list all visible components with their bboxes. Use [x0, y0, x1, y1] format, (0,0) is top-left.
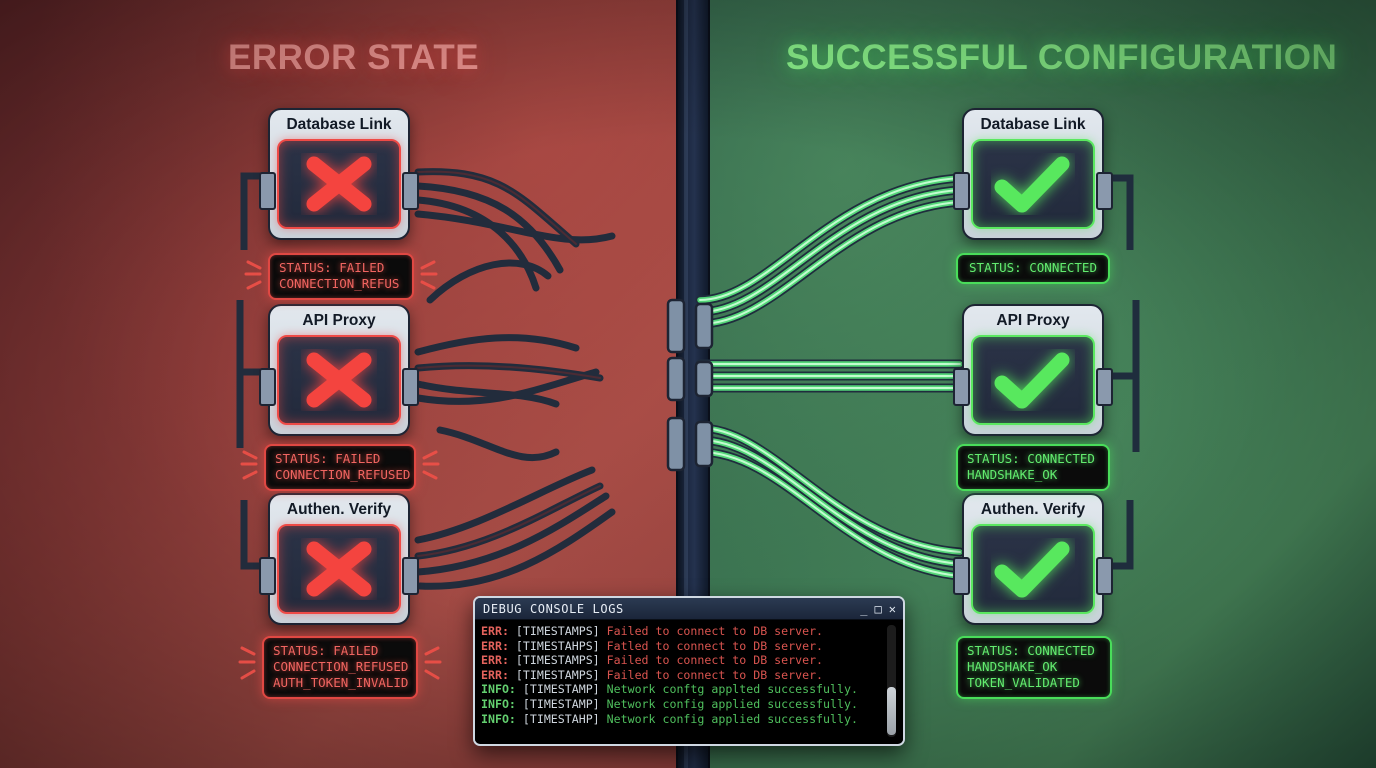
error-node-database-link[interactable]: Database Link: [259, 108, 419, 240]
console-log-line: INFO: [TIMESTAMP] Network conftg applted…: [481, 682, 858, 697]
success-bracket: [1106, 174, 1140, 570]
x-mark-icon: [301, 538, 377, 600]
connector-nub-left: [953, 172, 970, 210]
close-icon[interactable]: ✕: [888, 601, 896, 616]
error-panel-title: ERROR STATE: [228, 38, 480, 77]
console-title-text: DEBUG CONSOLE LOGS: [483, 601, 624, 616]
minimize-icon[interactable]: _: [860, 601, 868, 616]
connector-nub-left: [953, 557, 970, 595]
console-log-line: ERR: [TIMESTAMPS] Failed to connect to D…: [481, 667, 824, 682]
node-label: Authen. Verify: [980, 501, 1086, 518]
success-status-badge-database-link: STATUS: CONNECTED: [956, 253, 1110, 284]
success-status-badge-api-proxy: STATUS: CONNECTED HANDSHAKE_OK: [956, 444, 1110, 491]
console-log-line: ERR: [TIMESTAMPS] Failed to connect to D…: [481, 653, 824, 668]
node-status-screen: [277, 139, 401, 229]
error-cable-highlight: [417, 170, 601, 557]
check-mark-icon: [991, 349, 1075, 411]
connector-nub-left: [259, 557, 276, 595]
connector-nub-right: [402, 557, 419, 595]
console-title-bar[interactable]: DEBUG CONSOLE LOGS _ □ ✕: [475, 598, 903, 620]
connector-nub-right: [1096, 172, 1113, 210]
node-label: Authen. Verify: [286, 501, 392, 518]
node-status-screen: [277, 335, 401, 425]
maximize-icon[interactable]: □: [874, 601, 882, 616]
error-status-badge-authen-verify: STATUS: FAILED CONNECTION_REFUSED AUTH_T…: [262, 636, 418, 699]
console-log-line: INFO: [TIMESTAMP] Network config applied…: [481, 696, 858, 711]
node-label: API Proxy: [996, 312, 1070, 329]
console-log-area: ERR: [TIMESTAMPS] Failed to connect to D…: [475, 620, 903, 741]
console-log-line: INFO: [TIMESTAHP] Network config applied…: [481, 711, 858, 726]
connector-nub-right: [402, 172, 419, 210]
console-log-lines: ERR: [TIMESTAMPS] Failed to connect to D…: [481, 624, 903, 726]
x-mark-icon: [301, 153, 377, 215]
connector-nub-left: [953, 368, 970, 406]
console-log-line: ERR: [TIMESTAHPS] Fatled to connect to D…: [481, 638, 824, 653]
success-cables: [695, 173, 965, 581]
error-node-authen-verify[interactable]: Authen. Verify: [259, 493, 419, 625]
connector-nub-left: [259, 172, 276, 210]
console-log-line: ERR: [TIMESTAMPS] Failed to connect to D…: [481, 624, 824, 638]
success-panel-title: SUCCESSFUL CONFIGURATION: [786, 38, 1338, 77]
node-label: Database Link: [286, 116, 392, 133]
connector-nub-right: [1096, 557, 1113, 595]
connector-nub-right: [402, 368, 419, 406]
console-scrollbar-thumb[interactable]: [887, 687, 896, 735]
connector-nub-left: [259, 368, 276, 406]
console-scrollbar-track[interactable]: [887, 625, 896, 737]
check-mark-icon: [991, 538, 1075, 600]
success-node-database-link[interactable]: Database Link: [953, 108, 1113, 240]
check-mark-icon: [991, 153, 1075, 215]
node-status-screen: [277, 524, 401, 614]
node-status-screen: [971, 335, 1095, 425]
node-label: API Proxy: [302, 312, 376, 329]
debug-console-window[interactable]: DEBUG CONSOLE LOGS _ □ ✕ ERR: [TIMESTAMP…: [473, 596, 905, 746]
success-node-authen-verify[interactable]: Authen. Verify: [953, 493, 1113, 625]
error-status-badge-api-proxy: STATUS: FAILED CONNECTION_REFUSED: [264, 444, 416, 491]
connector-nub-right: [1096, 368, 1113, 406]
node-status-screen: [971, 524, 1095, 614]
success-status-badge-authen-verify: STATUS: CONNECTED HANDSHAKE_OK TOKEN_VAL…: [956, 636, 1112, 699]
node-label: Database Link: [980, 116, 1086, 133]
x-mark-icon: [301, 349, 377, 411]
error-status-badge-database-link: STATUS: FAILED CONNECTION_REFUS: [268, 253, 414, 300]
success-node-api-proxy[interactable]: API Proxy: [953, 304, 1113, 436]
node-status-screen: [971, 139, 1095, 229]
error-node-api-proxy[interactable]: API Proxy: [259, 304, 419, 436]
